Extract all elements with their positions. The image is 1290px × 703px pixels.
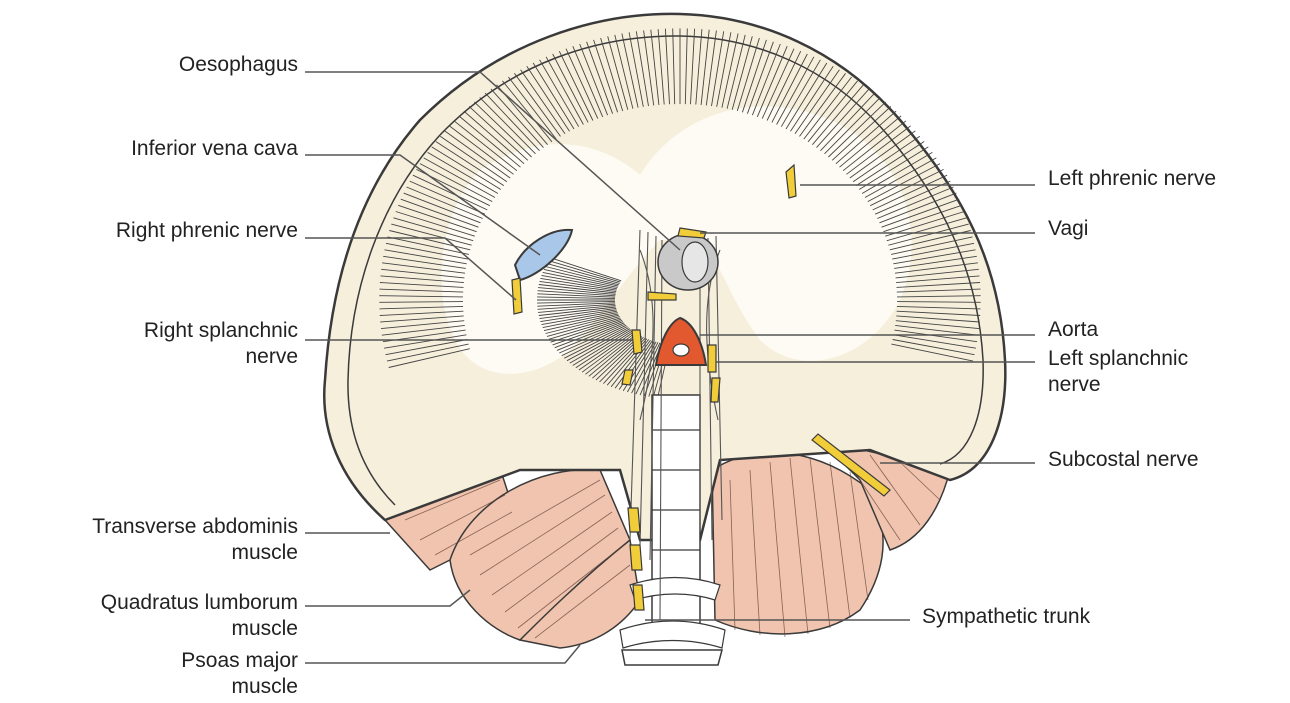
label-left-splanchnic-nerve: Left splanchnic nerve [1048,346,1188,398]
label-transverse-abdominis-muscle: Transverse abdominis muscle [92,514,298,566]
label-inferior-vena-cava: Inferior vena cava [131,136,298,162]
vagi-mark-2 [648,292,676,300]
left-splanchnic-nerve-mark [708,345,716,372]
oesophageal-hiatus [658,234,718,290]
label-oesophagus: Oesophagus [179,52,298,78]
label-aorta: Aorta [1048,317,1098,343]
label-sympathetic-trunk: Sympathetic trunk [922,604,1090,630]
left-splanchnic-nerve-mark-2 [711,378,720,402]
right-phrenic-nerve-mark [512,278,522,314]
label-quadratus-lumborum-muscle: Quadratus lumborum muscle [101,590,298,642]
label-right-splanchnic-nerve: Right splanchnic nerve [144,318,298,370]
label-transverse-abdominis-line1: Transverse abdominis [92,514,298,540]
label-left-splanchnic-nerve-line2: nerve [1048,372,1188,398]
left-psoas-major-muscle [712,453,883,634]
label-left-phrenic-nerve: Left phrenic nerve [1048,166,1216,192]
label-psoas-major-line2: muscle [181,674,298,700]
label-right-splanchnic-nerve-line2: nerve [144,344,298,370]
leader-quadratus-lumborum [305,590,470,606]
label-psoas-major-muscle: Psoas major muscle [181,648,298,700]
label-left-splanchnic-nerve-line1: Left splanchnic [1048,346,1188,372]
sympathetic-trunk-mark-3 [633,585,644,610]
label-subcostal-nerve: Subcostal nerve [1048,447,1199,473]
label-quadratus-lumborum-line2: muscle [101,616,298,642]
label-right-phrenic-nerve: Right phrenic nerve [116,218,298,244]
leader-psoas-major [305,645,580,663]
label-quadratus-lumborum-line1: Quadratus lumborum [101,590,298,616]
label-vagi: Vagi [1048,216,1088,242]
right-splanchnic-nerve-mark [632,330,642,354]
label-right-splanchnic-nerve-line1: Right splanchnic [144,318,298,344]
sympathetic-trunk-mark-2 [630,545,642,570]
sympathetic-trunk-mark [628,508,640,532]
label-transverse-abdominis-line2: muscle [92,540,298,566]
label-psoas-major-line1: Psoas major [181,648,298,674]
